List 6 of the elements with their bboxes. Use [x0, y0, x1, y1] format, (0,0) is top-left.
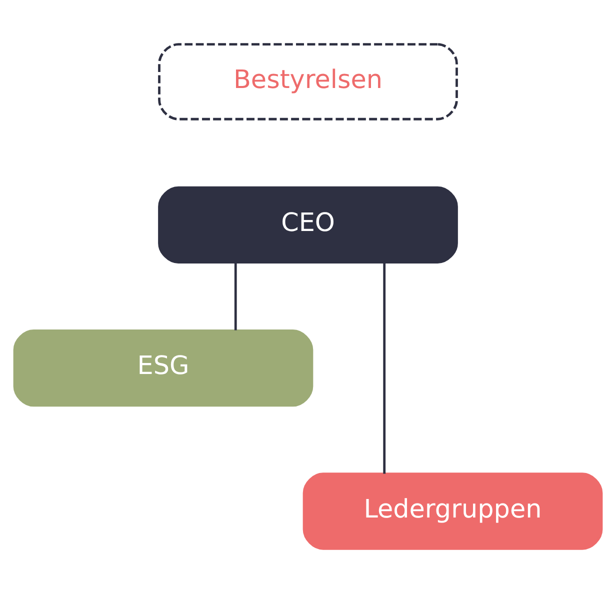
connector [234, 262, 237, 330]
node-box: CEO [158, 186, 458, 264]
node-box: Bestyrelsen [158, 43, 458, 120]
node-box: ESG [13, 330, 314, 407]
connector [383, 262, 386, 474]
node-box: Ledergruppen [302, 472, 603, 550]
